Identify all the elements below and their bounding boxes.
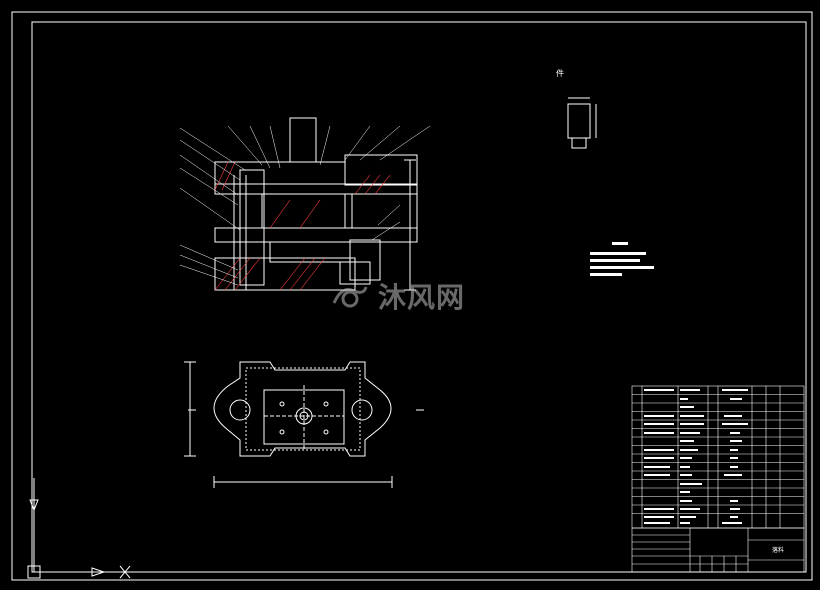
title-block-name: 落料 [772, 547, 785, 554]
title-block [631, 527, 805, 573]
part-detail [567, 97, 597, 149]
outer-border [11, 11, 813, 581]
parts-list-text [644, 389, 748, 524]
section-hatching [214, 161, 391, 291]
parts-list-table [631, 385, 805, 529]
ucs-icon [27, 478, 131, 579]
leader-lines [179, 125, 431, 286]
inner-border [31, 21, 807, 573]
watermark: 沐风网 [330, 276, 500, 316]
tech-requirements [590, 242, 654, 276]
watermark-text: 沐风网 [378, 281, 466, 314]
section-view [214, 117, 418, 291]
watermark-logo-icon [332, 286, 368, 308]
plan-view [184, 361, 424, 488]
part-label: 件 [556, 69, 564, 78]
